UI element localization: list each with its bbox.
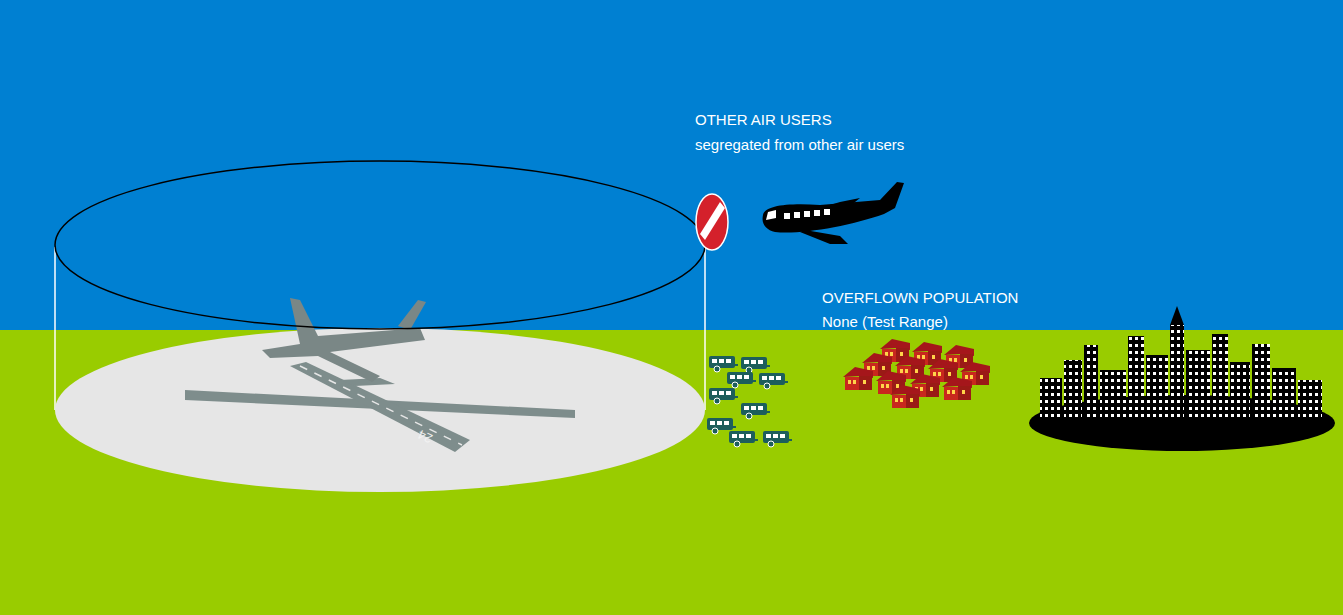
airspace-boundary: [55, 161, 705, 329]
light-aircraft: [763, 182, 904, 244]
sky-band: [0, 0, 1343, 330]
caravan-park: [707, 356, 792, 447]
note-label: segregated from other air users: [695, 136, 904, 154]
village-houses: [843, 339, 990, 408]
heading-label: OTHER AIR USERS: [695, 111, 832, 129]
city-skyline: [1029, 306, 1335, 451]
runways: [185, 362, 575, 452]
note-label: None (Test Range): [822, 313, 948, 331]
cylinder-side: [54, 247, 56, 410]
airfield-disc: [55, 328, 705, 492]
heading-label: OVERFLOWN POPULATION: [822, 289, 1018, 307]
no-entry-sign: [696, 194, 728, 250]
cylinder-side: [704, 247, 706, 410]
drone-aircraft: [262, 298, 426, 382]
